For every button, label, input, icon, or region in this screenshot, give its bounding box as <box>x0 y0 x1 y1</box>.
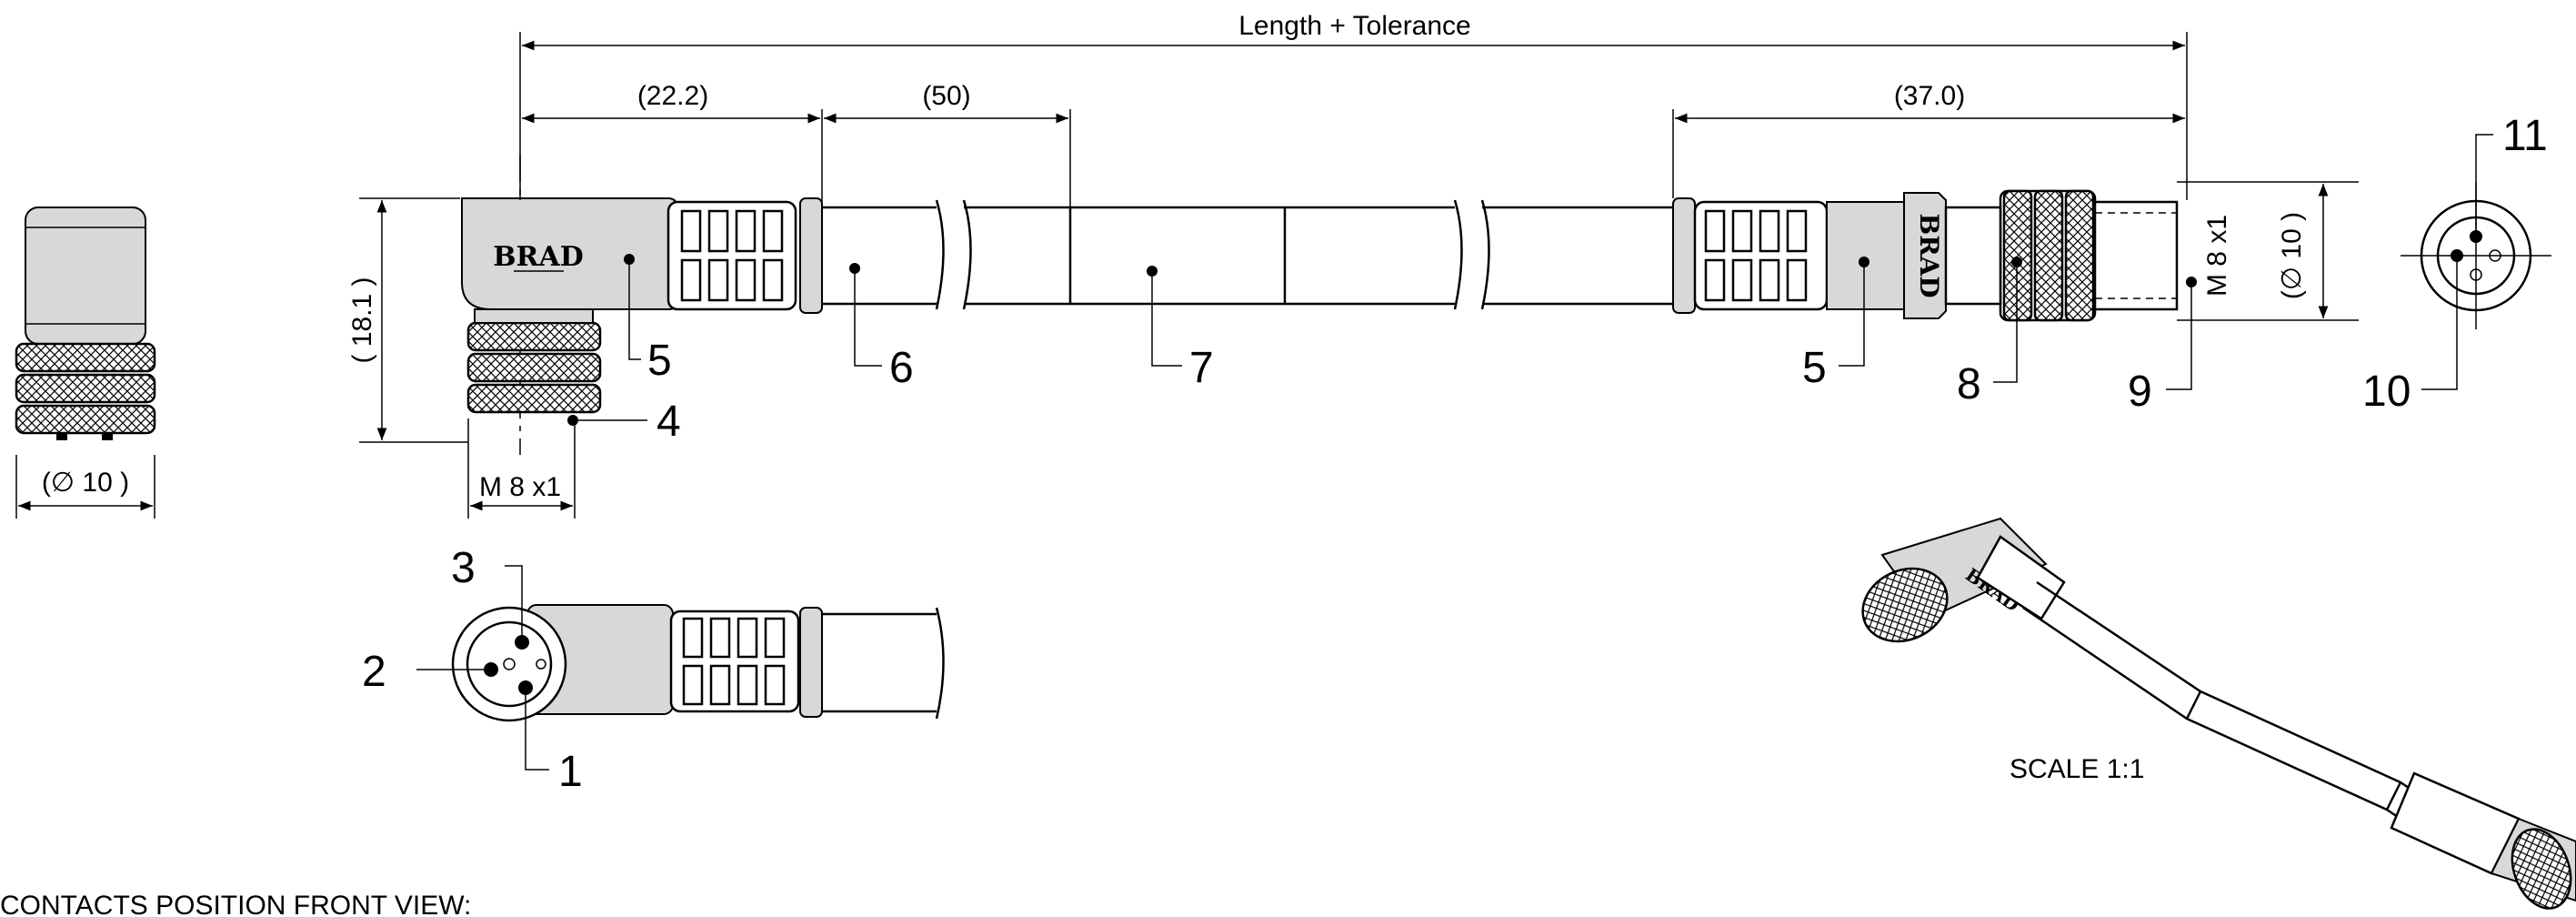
footer-note: CONTACTS POSITION FRONT VIEW: <box>0 891 471 917</box>
callout-6: 6 <box>889 344 914 392</box>
cable <box>822 199 1673 310</box>
male-thread <box>2093 200 2179 311</box>
contact-face-view: 3 2 1 <box>362 544 945 796</box>
dia-female-label: (∅ 10 ) <box>42 468 129 498</box>
callout-11: 11 <box>2502 112 2548 160</box>
strain-relief-female <box>667 197 823 314</box>
female-head: BRAD <box>461 155 823 455</box>
callout-1: 1 <box>558 748 583 796</box>
knurl-ring-2 <box>15 373 156 404</box>
dia-male-label: (∅ 10 ) <box>2277 212 2307 299</box>
dim-50-label: (50) <box>922 81 970 111</box>
dim-22-label: (22.2) <box>637 81 708 111</box>
side-view-female: (∅ 10 ) <box>15 207 156 519</box>
callout-5b: 5 <box>1802 344 1827 392</box>
coupling-knurl-1 <box>466 321 602 352</box>
callout-4: 4 <box>657 398 681 446</box>
scale-note: SCALE 1:1 <box>2010 754 2144 784</box>
callouts: 5 4 6 7 5 8 9 10 11 <box>567 112 2548 446</box>
male-knurl-2 <box>2033 189 2064 322</box>
strain-relief-male <box>1672 197 1829 314</box>
callout-7: 7 <box>1189 344 1214 392</box>
knurl-ring-1 <box>15 342 156 373</box>
knurl-ring-3 <box>15 404 156 435</box>
callout-10: 10 <box>2362 368 2411 416</box>
thread-female-label: M 8 x1 <box>479 472 561 502</box>
height-label: ( 18.1 ) <box>347 277 377 363</box>
overall-length-label: Length + Tolerance <box>1238 11 1470 41</box>
thread-male-label: M 8 x1 <box>2202 215 2232 297</box>
dim-37-label: (37.0) <box>1894 81 1965 111</box>
callout-2: 2 <box>362 648 386 696</box>
callout-8: 8 <box>1957 360 1981 408</box>
male-end: BRAD <box>1672 189 2179 322</box>
coupling-knurl-3 <box>466 383 602 414</box>
male-knurl-1 <box>2002 189 2033 322</box>
male-knurl-3 <box>2064 189 2095 322</box>
male-grip <box>1826 201 1905 310</box>
callout-9: 9 <box>2128 368 2152 416</box>
dimension-lines: Length + Tolerance (22.2) (50) (37.0) ( … <box>347 11 2359 519</box>
isometric-view: BRAD <box>1861 517 2576 910</box>
callout-3: 3 <box>451 544 476 592</box>
callout-5a: 5 <box>647 337 672 385</box>
strain-relief-face <box>669 607 823 718</box>
brand-logo-male: BRAD <box>1914 214 1944 298</box>
male-brand-body <box>1903 192 1947 319</box>
brand-logo: BRAD <box>493 241 584 273</box>
coupling-knurl-2 <box>466 352 602 383</box>
